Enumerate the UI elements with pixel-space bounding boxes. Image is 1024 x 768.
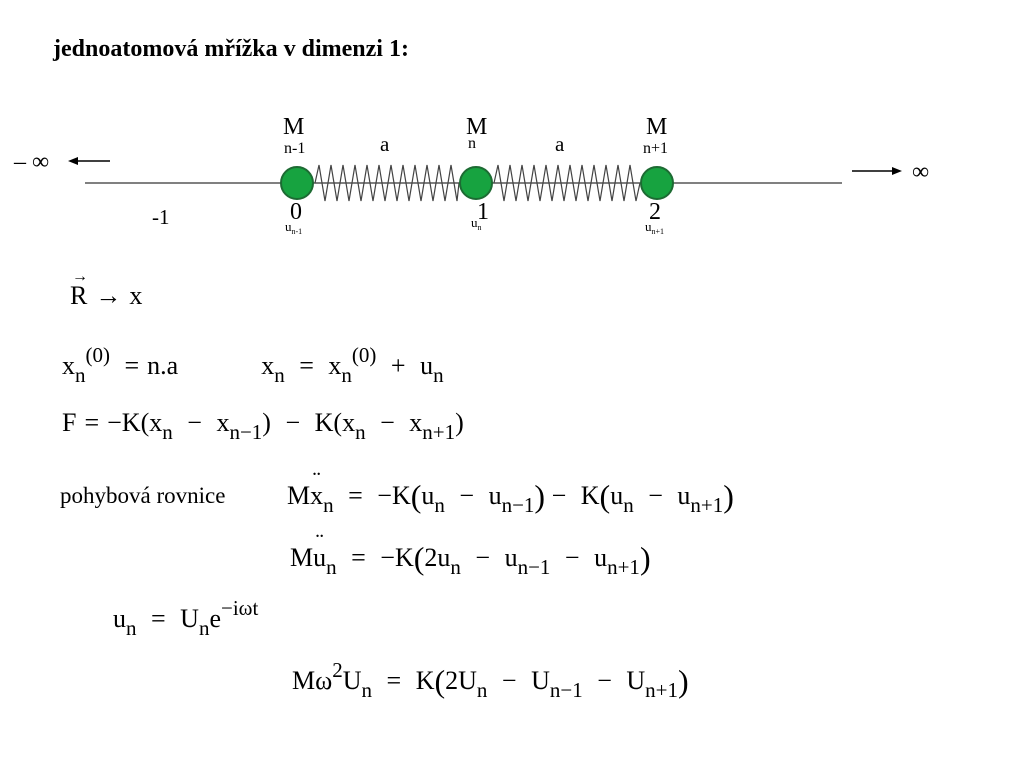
wave-ansatz: un = Une−iωt — [113, 596, 259, 640]
atom-displacement-label: un — [471, 215, 482, 232]
spring-right — [493, 164, 641, 202]
atom-displacement-index: n+1 — [651, 227, 665, 236]
atom-mass-label: M — [283, 114, 305, 140]
atom-2 — [640, 166, 674, 200]
dispersion-equation: Mω2Un = K(2Un − Un−1 − Un+1) — [292, 658, 689, 702]
equation-of-motion: Mxn = −K(un − un−1) − K(un − un+1) — [287, 469, 734, 516]
spacing-label-left: a — [380, 132, 390, 156]
force-equation: F=−K(xn − xn−1) − K(xn − xn+1) — [62, 408, 464, 444]
neg-infinity-arrowhead — [68, 157, 78, 165]
simplified-equation-of-motion: Mun = −K(2un − un−1 − un+1) — [290, 531, 651, 578]
atom-position-label: 0 — [290, 199, 302, 225]
atom-1 — [459, 166, 493, 200]
atom-mass-index: n+1 — [643, 140, 669, 157]
vector-r: R — [70, 269, 88, 309]
equation-of-motion-label: pohybová rovnice — [60, 483, 226, 508]
lattice-diagram-svg — [68, 157, 902, 202]
atom-displacement-label: un+1 — [645, 219, 665, 236]
page-title: jednoatomová mřížka v dimenzi 1: — [53, 36, 409, 62]
atom-mass-label: M — [646, 114, 668, 140]
neg-infinity-label: – ∞ — [14, 149, 50, 175]
spring-left — [314, 164, 460, 202]
atom-displacement-index: n — [477, 223, 482, 232]
atom-0 — [280, 166, 314, 200]
atom-mass-label: M — [466, 114, 488, 140]
atom-mass-index: n-1 — [284, 140, 306, 157]
lattice-diagram: – ∞ ∞ -1 a a M n-1 0 un-1 M n 1 un M n+1… — [0, 100, 1024, 260]
atom-mass-index: n — [468, 135, 476, 152]
atom-displacement-label: un-1 — [285, 219, 303, 236]
atom-position-label: 1 — [477, 199, 489, 225]
pos-infinity-arrowhead — [892, 167, 902, 175]
equilibrium-position-equation: xn(0) =n.a xn = xn(0) + un — [62, 343, 444, 387]
atom-displacement-index: n-1 — [291, 227, 303, 236]
spacing-label-right: a — [555, 132, 565, 156]
mapping-arrow: → — [95, 281, 122, 310]
pos-infinity-label: ∞ — [912, 159, 930, 185]
atom-position-label: 2 — [649, 199, 661, 225]
vector-mapping: R→x — [70, 269, 142, 310]
left-index-label: -1 — [152, 205, 170, 229]
